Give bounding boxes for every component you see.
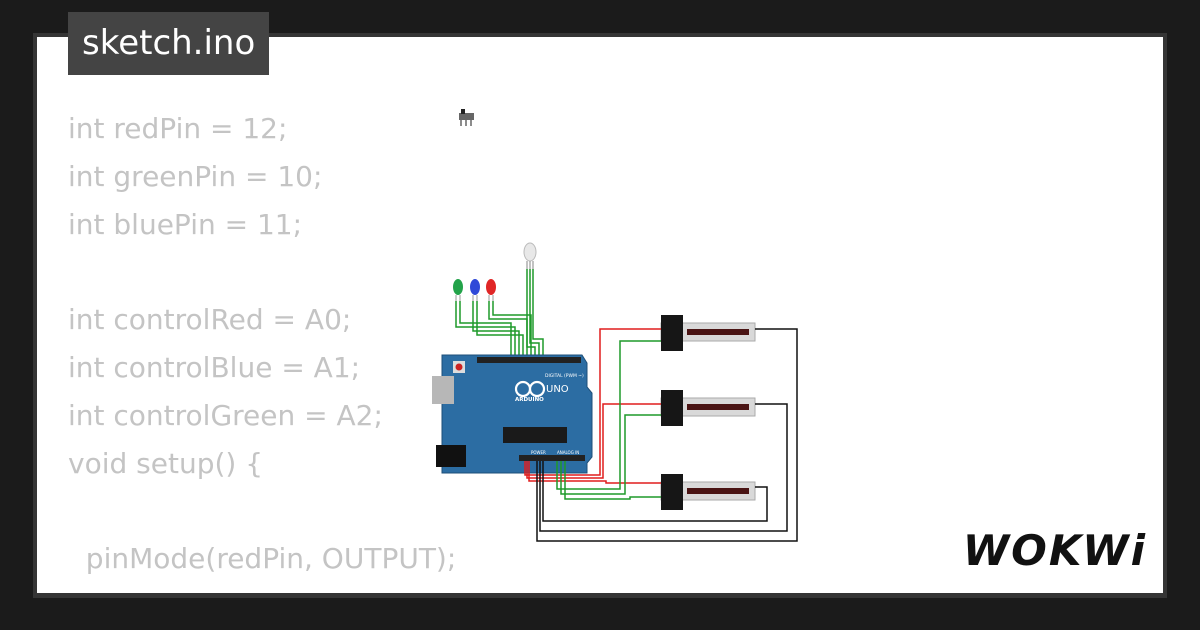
potentiometer-icon[interactable] — [660, 474, 756, 510]
code-line: int controlBlue = A1; — [68, 350, 361, 384]
board-brand: UNO — [546, 384, 569, 395]
code-line: pinMode(greenPin, OUTPUT); — [68, 583, 491, 593]
potentiometer-icon[interactable] — [660, 390, 756, 426]
circuit-diagram: UNO ARDUINO DIGITAL (PWM ~) POWER ANALOG… — [432, 109, 798, 542]
wokwi-logo: WOKWi — [962, 526, 1147, 575]
potentiometer-wires — [524, 328, 798, 542]
led-wires — [455, 269, 544, 359]
code-line: int redPin = 12; — [68, 112, 288, 145]
canvas: int redPin = 12; int greenPin = 10; int bl… — [37, 37, 1163, 593]
code-line: int controlGreen = A2; — [68, 398, 383, 432]
code-line: pinMode(redPin, OUTPUT); — [68, 542, 457, 576]
analog-header-label: ANALOG IN — [557, 450, 579, 455]
code-editor[interactable]: int redPin = 12; int greenPin = 10; int bl… — [68, 105, 491, 593]
code-line: int controlRed = A0; — [68, 303, 352, 337]
code-line: int bluePin = 11; — [68, 207, 303, 241]
board-maker: ARDUINO — [515, 397, 544, 403]
code-line: void setup() { — [68, 446, 264, 480]
slide-switch-icon[interactable] — [459, 109, 474, 126]
power-header-label: POWER — [531, 450, 546, 455]
led-icon[interactable] — [486, 279, 496, 301]
rgb-led-icon[interactable] — [523, 242, 537, 269]
arduino-uno-icon[interactable]: UNO ARDUINO DIGITAL (PWM ~) POWER ANALOG… — [432, 354, 593, 474]
led-icon[interactable] — [453, 279, 463, 301]
led-icon[interactable] — [470, 279, 480, 301]
digital-header-label: DIGITAL (PWM ~) — [545, 373, 584, 379]
potentiometer-icon[interactable] — [660, 315, 756, 351]
file-tab[interactable]: sketch.ino — [68, 12, 270, 75]
code-line: int greenPin = 10; — [68, 159, 323, 193]
